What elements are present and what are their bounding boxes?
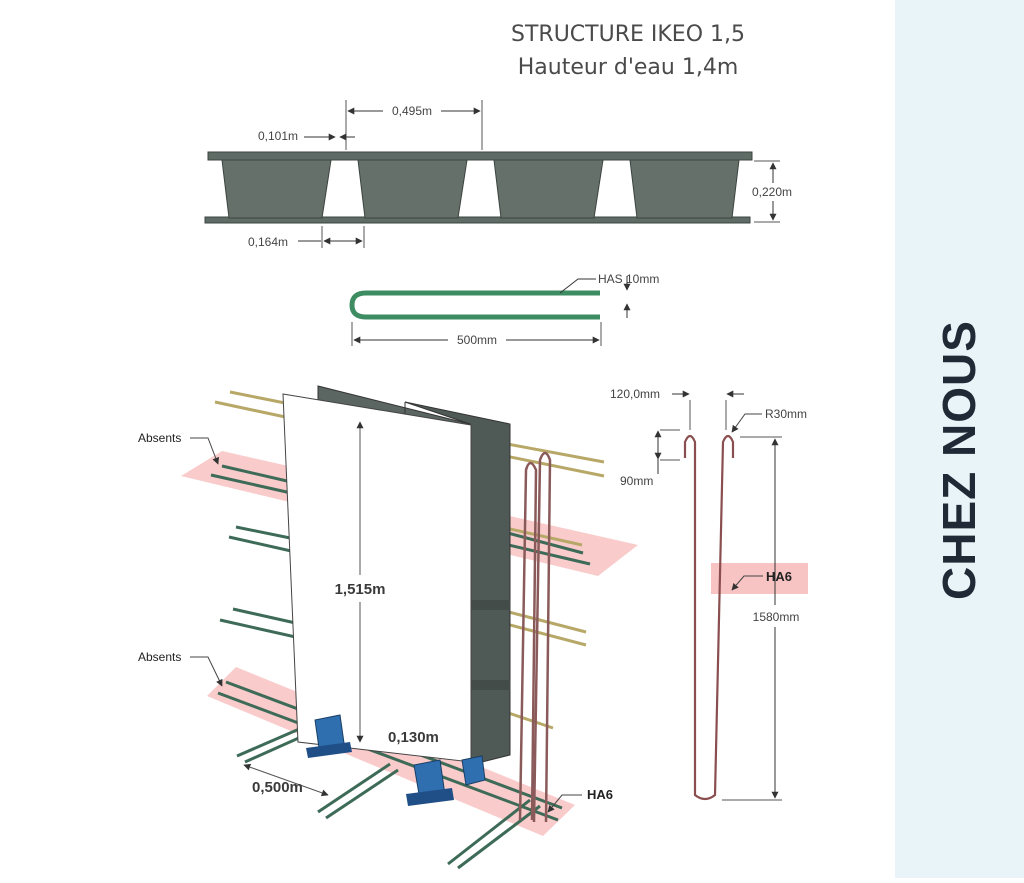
connector-block bbox=[461, 755, 486, 786]
radius-leader bbox=[731, 413, 762, 433]
dim-stirrup-length: 1580mm bbox=[753, 610, 800, 624]
absents-leader-top bbox=[190, 437, 220, 465]
stirrup-shape bbox=[683, 434, 735, 801]
stirrup-detail-view: 120,0mm R30mm 90mm HA6 1580mm bbox=[610, 387, 808, 801]
technical-drawing: STRUCTURE IKEO 1,5 Hauteur d'eau 1,4m 0,… bbox=[138, 22, 808, 870]
back-wall-side bbox=[404, 401, 511, 766]
ha6-leader-detail bbox=[731, 575, 763, 591]
ha6-leader-iso bbox=[547, 794, 582, 813]
stirrups-iso bbox=[518, 451, 552, 823]
dim-gap: 0,164m bbox=[248, 235, 288, 249]
absents-label-top: Absents bbox=[138, 431, 181, 445]
hairpin-bar-label: HAS 10mm bbox=[598, 272, 659, 286]
profile-cell-3 bbox=[493, 159, 604, 219]
profile-top-flange bbox=[207, 151, 753, 161]
dim-offset: 0,130m bbox=[388, 729, 439, 746]
title-line-1: STRUCTURE IKEO 1,5 bbox=[511, 22, 745, 47]
profile-cell-1 bbox=[221, 159, 332, 219]
hairpin-leader bbox=[559, 278, 579, 294]
profile-section-view: 0,495m 0,101m 0,220m 0,164m bbox=[204, 100, 792, 249]
dim-panel-height: 1,515m bbox=[335, 581, 386, 598]
dim-height: 0,220m bbox=[752, 185, 792, 199]
profile-cell-4 bbox=[629, 159, 740, 219]
hairpin-length: 500mm bbox=[457, 333, 497, 347]
hairpin-bar bbox=[349, 290, 600, 320]
connector-base bbox=[306, 742, 352, 758]
ha6-label-iso: HA6 bbox=[587, 787, 613, 802]
dim-spacing-iso-line bbox=[243, 763, 329, 797]
side-panel bbox=[895, 0, 1024, 878]
dim-spacing: 0,495m bbox=[392, 104, 432, 118]
profile-cell-2 bbox=[357, 159, 468, 219]
profile-bottom-flange bbox=[204, 216, 751, 224]
dim-stirrup-width: 120,0mm bbox=[610, 387, 660, 401]
dim-hook: 90mm bbox=[620, 474, 653, 488]
isometric-view: 1,515m 0,130m 0,500m Absents Absents HA6 bbox=[138, 385, 638, 870]
chez-nous-label: CHEZ NOUS bbox=[933, 320, 985, 600]
drawing-canvas: STRUCTURE IKEO 1,5 Hauteur d'eau 1,4m 0,… bbox=[138, 22, 808, 870]
ha6-label-detail: HA6 bbox=[766, 569, 792, 584]
stirrup-highlight bbox=[711, 563, 808, 594]
title-line-2: Hauteur d'eau 1,4m bbox=[518, 55, 739, 80]
dim-web: 0,101m bbox=[258, 129, 298, 143]
absents-label-bottom: Absents bbox=[138, 650, 181, 664]
hairpin-bar-view: HAS 10mm 500mm bbox=[349, 272, 659, 347]
absents-leader-bottom bbox=[190, 656, 223, 687]
connector-base bbox=[406, 788, 454, 806]
dim-spacing-iso: 0,500m bbox=[252, 779, 303, 796]
front-formwork-panel bbox=[282, 393, 472, 763]
dim-radius: R30mm bbox=[765, 407, 807, 421]
panel-rib bbox=[462, 600, 510, 610]
panel-rib bbox=[462, 680, 510, 690]
